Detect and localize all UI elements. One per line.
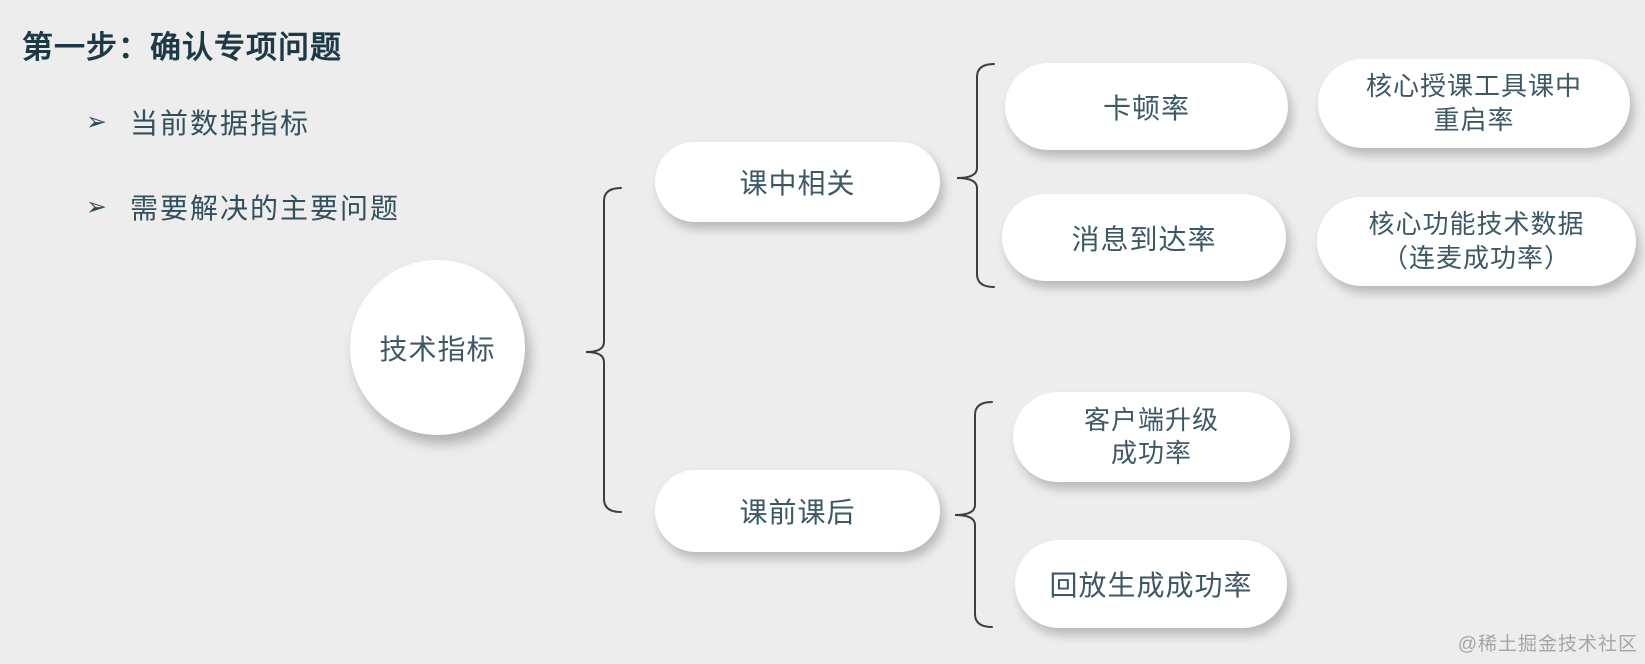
node-in-class: 课中相关 [655, 142, 940, 222]
node-client-upgrade-success-rate: 客户端升级 成功率 [1013, 392, 1290, 482]
arrow-bullet-icon: ➢ [86, 192, 107, 221]
bullet-item: ➢ 当前数据指标 [86, 102, 400, 142]
note-core-function-tech-data: 核心功能技术数据 （连麦成功率） [1317, 197, 1636, 286]
brace-root-to-branches [585, 187, 622, 513]
page-title: 第一步：确认专项问题 [22, 30, 342, 65]
node-line: 成功率 [1110, 438, 1192, 468]
node-pre-post-class: 课前课后 [655, 470, 940, 552]
node-message-delivery-rate: 消息到达率 [1002, 194, 1286, 281]
note-line: 核心功能技术数据 [1368, 209, 1585, 240]
brace-in-class-children [956, 63, 995, 288]
note-line: 重启率 [1433, 104, 1515, 135]
note-core-tool-restart-rate: 核心授课工具课中 重启率 [1318, 59, 1630, 148]
node-tech-metrics: 技术指标 [350, 260, 525, 435]
arrow-bullet-icon: ➢ [86, 107, 107, 136]
note-line: 核心授课工具课中 [1365, 71, 1582, 102]
brace-pre-post-children [954, 401, 993, 628]
watermark: @稀土掘金技术社区 [1457, 634, 1638, 655]
bullet-text: 当前数据指标 [129, 108, 310, 139]
bullet-list: ➢ 当前数据指标 ➢ 需要解决的主要问题 [86, 102, 400, 227]
bullet-item: ➢ 需要解决的主要问题 [86, 187, 400, 227]
note-line: （连麦成功率） [1381, 242, 1571, 273]
node-lag-rate: 卡顿率 [1005, 63, 1288, 150]
node-line: 客户端升级 [1083, 404, 1219, 435]
node-playback-generation-success-rate: 回放生成成功率 [1015, 540, 1287, 628]
bullet-text: 需要解决的主要问题 [129, 193, 400, 224]
